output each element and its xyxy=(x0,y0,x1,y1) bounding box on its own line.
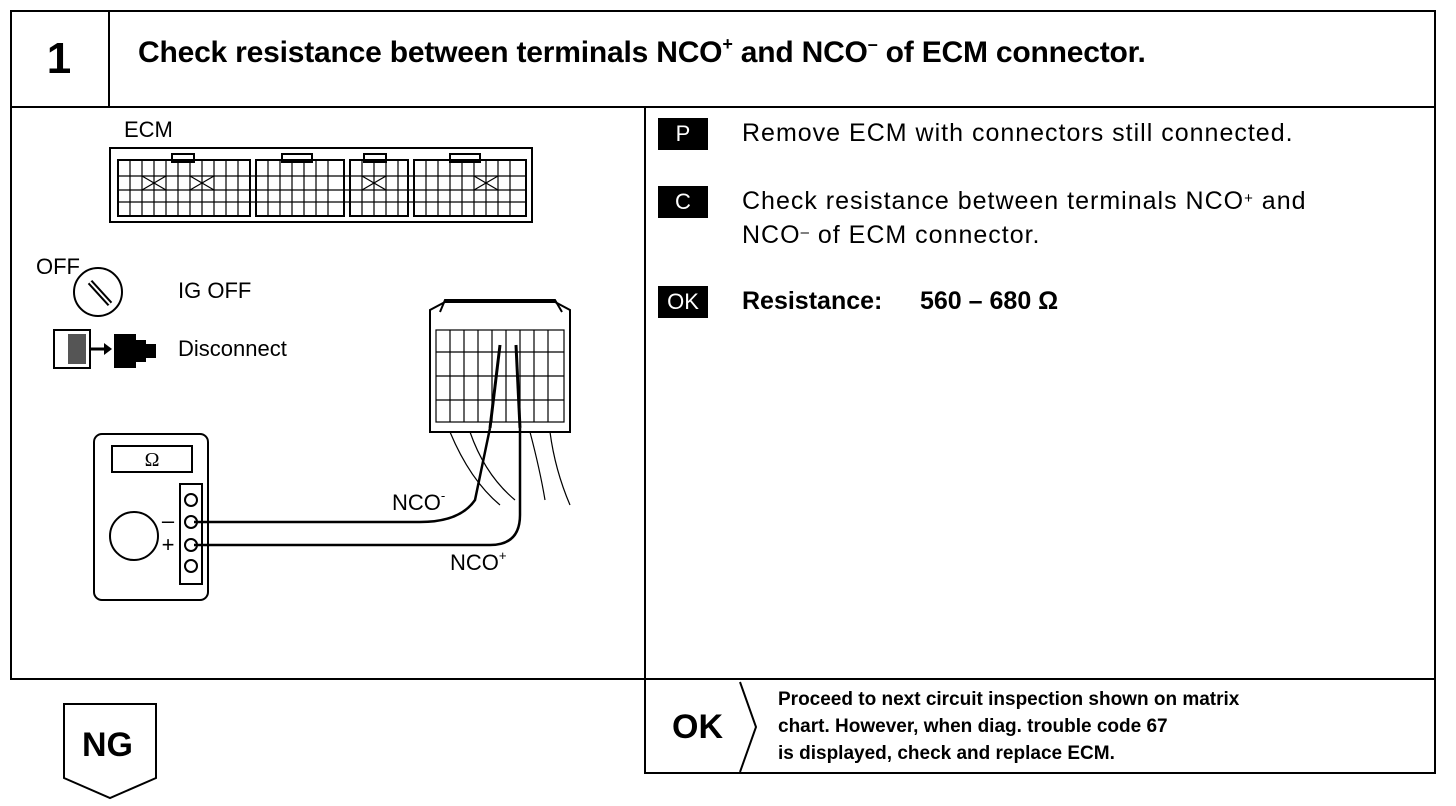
ecm-connector-icon xyxy=(109,147,533,223)
ecm-harness-connector-icon xyxy=(429,299,571,506)
off-label: OFF xyxy=(36,254,80,279)
ignition-key-icon xyxy=(73,267,123,317)
nco-minus-label: NCO- xyxy=(392,488,446,515)
ng-label: NG xyxy=(82,726,133,764)
check-text: Check resistance between terminals NCO+ … xyxy=(742,187,1307,249)
procedure-text: Remove ECM with connectors still connect… xyxy=(742,119,1294,147)
step-frame xyxy=(10,10,1436,680)
check-badge: C xyxy=(658,186,708,218)
ok-result-box xyxy=(644,680,1436,774)
ok-badge: OK xyxy=(658,286,708,318)
disconnect-label: Disconnect xyxy=(178,336,287,361)
ecm-label: ECM xyxy=(124,117,173,142)
ok-result-label: OK xyxy=(672,708,723,746)
column-divider xyxy=(644,106,646,774)
ig-off-label: IG OFF xyxy=(178,278,252,303)
step-number: 1 xyxy=(46,34,72,83)
header-divider xyxy=(10,106,1436,108)
resistance-value: 560 – 680 Ω xyxy=(920,287,1059,315)
test-probes xyxy=(194,344,522,547)
ohmmeter-icon xyxy=(93,433,209,601)
minus-terminal-label: – xyxy=(162,508,175,533)
step-title: Check resistance between terminals NCO+ … xyxy=(138,34,1146,69)
circuit-diagram: Ω – + xyxy=(53,147,571,601)
resistance-label: Resistance: xyxy=(742,287,883,315)
ok-arrow-divider xyxy=(739,681,758,773)
ng-box xyxy=(63,703,157,800)
ok-result-text: Proceed to next circuit inspection shown… xyxy=(778,689,1240,764)
disconnect-icon xyxy=(53,329,156,369)
procedure-badge: P xyxy=(658,118,708,150)
nco-plus-label: NCO+ xyxy=(450,548,507,575)
number-divider xyxy=(108,10,110,108)
plus-terminal-label: + xyxy=(162,532,175,557)
ohm-symbol: Ω xyxy=(145,449,160,471)
